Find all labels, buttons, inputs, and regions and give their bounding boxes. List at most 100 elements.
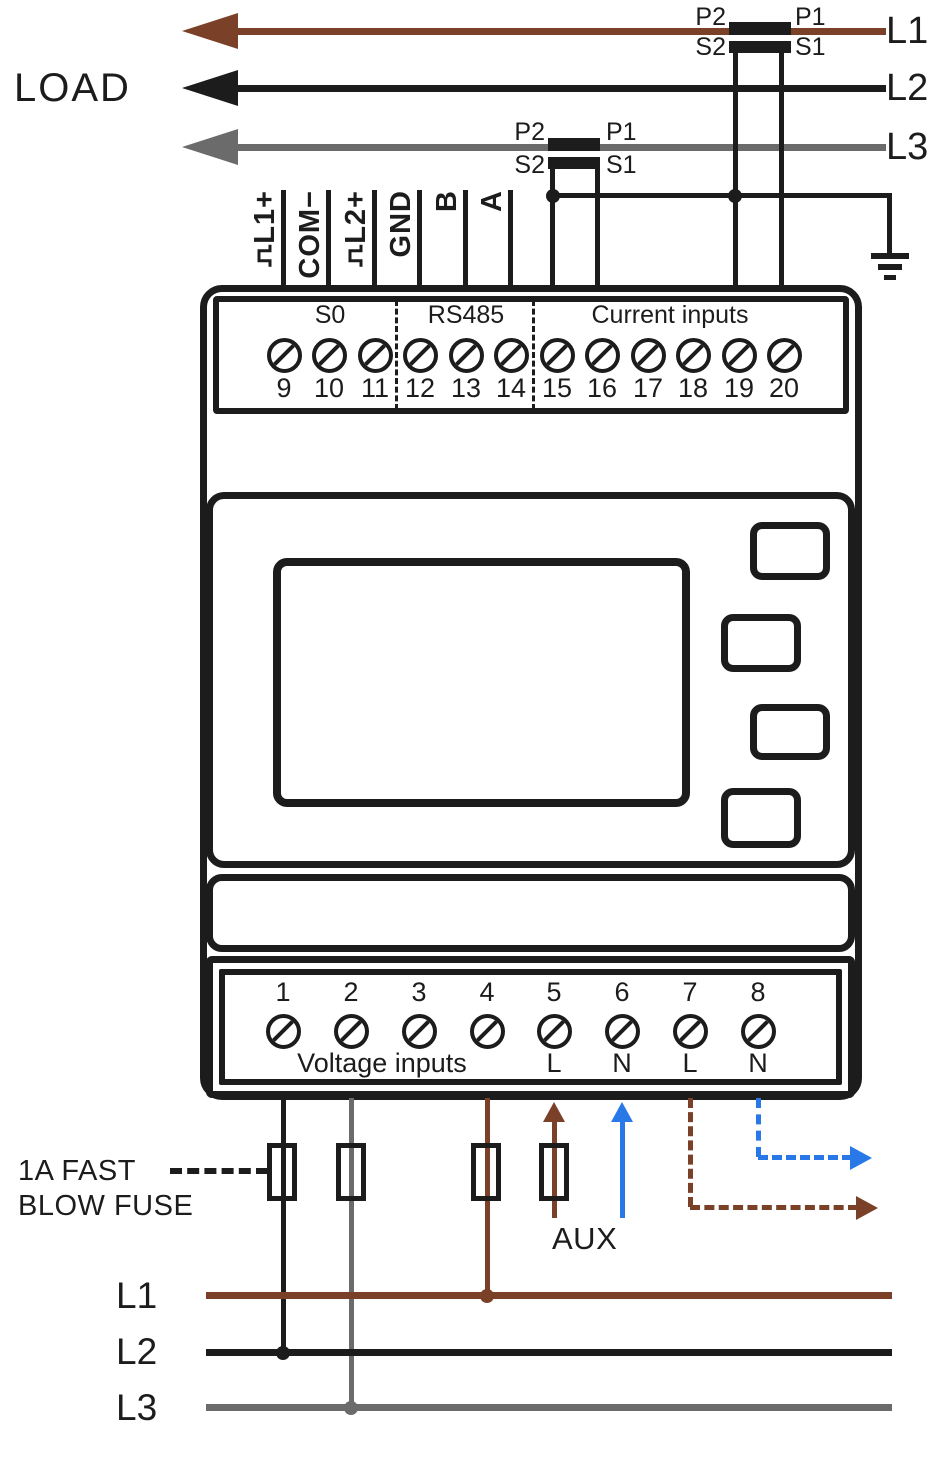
junction-dot-l2 (276, 1346, 290, 1360)
screw-terminal-7-icon (673, 1014, 708, 1049)
voltage-inputs-label: Voltage inputs (297, 1048, 467, 1078)
meter-button-3[interactable] (750, 704, 830, 760)
terminal-number: 15 (541, 373, 573, 403)
fuse-note-line2: BLOW FUSE (18, 1190, 194, 1222)
ct-l1-s1-wire (779, 47, 784, 290)
terminal-number: 6 (614, 977, 630, 1007)
terminal-number: 10 (313, 373, 345, 403)
bus-l2 (206, 1349, 892, 1356)
ct-l3-primary-bar (548, 138, 600, 151)
screw-terminal-4-icon (470, 1014, 505, 1049)
stub-wire-13 (463, 190, 468, 290)
group-label-rs485: RS485 (427, 301, 505, 329)
screw-terminal-9-icon (267, 338, 302, 373)
ct-l3-secondary-bar (548, 157, 600, 169)
ct-l3-s1-label: S1 (606, 151, 637, 179)
wire-t8-dashed (756, 1098, 761, 1157)
stub-wire-9 (281, 190, 286, 290)
ct-l3-s2-label: S2 (514, 151, 545, 179)
terminal-number: 11 (360, 373, 390, 403)
wire-t7-dashed (688, 1098, 693, 1207)
terminal-number: 7 (682, 977, 698, 1007)
terminal-number: 8 (750, 977, 766, 1007)
ct-l1-primary-bar (729, 22, 791, 35)
terminal-number: 17 (632, 373, 664, 403)
terminal-number: 19 (723, 373, 755, 403)
stub-wire-14 (508, 190, 513, 290)
line-l2-top (236, 85, 886, 92)
wire-aux-n (620, 1118, 625, 1218)
screw-terminal-12-icon (403, 338, 438, 373)
aux-label: AUX (552, 1221, 618, 1256)
strip-separator (395, 300, 398, 410)
ct-l1-secondary-bar (729, 41, 791, 53)
ct-l3-p2-label: P2 (514, 118, 545, 146)
arrow-left-l1-icon (182, 13, 238, 49)
terminal-number: 9 (276, 373, 292, 403)
ground-vwire (887, 193, 892, 255)
group-label-current-inputs: Current inputs (591, 301, 749, 329)
screw-terminal-20-icon (767, 338, 802, 373)
screw-terminal-17-icon (631, 338, 666, 373)
aux-l-arrow-icon (543, 1102, 565, 1122)
terminal-number: 16 (586, 373, 618, 403)
terminal-number: 1 (275, 977, 291, 1007)
meter-display (273, 558, 690, 807)
pulse-icon (257, 244, 272, 267)
wire-t1-black (281, 1098, 286, 1356)
terminal-number: 14 (495, 373, 527, 403)
line-l1-top (236, 28, 886, 35)
screw-terminal-16-icon (585, 338, 620, 373)
stub-wire-11 (372, 190, 377, 290)
meter-button-4[interactable] (721, 788, 801, 848)
fuse-note-line1: 1A FAST (18, 1155, 136, 1187)
meter-button-1[interactable] (750, 522, 830, 580)
screw-terminal-10-icon (312, 338, 347, 373)
screw-terminal-5-icon (537, 1014, 572, 1049)
junction-dot-l3 (344, 1401, 358, 1415)
screw-terminal-14-icon (494, 338, 529, 373)
stub-label-pulse-l1: L1+ (248, 190, 282, 268)
junction-dot-l1 (480, 1289, 494, 1303)
ground-hwire (552, 193, 892, 198)
wire-t2-gray (349, 1098, 354, 1411)
screw-terminal-8-icon (741, 1014, 776, 1049)
wire-aux-l (552, 1118, 557, 1218)
phase-label-l1-bottom: L1 (116, 1275, 158, 1316)
bus-l1 (206, 1292, 892, 1299)
terminal-8-n-label: N (748, 1048, 768, 1078)
stub-label-pulse-l2: L2+ (339, 190, 373, 268)
ct-l1-s1-label: S1 (795, 33, 826, 61)
fuse-t4 (471, 1143, 501, 1201)
stub-wire-10 (326, 190, 331, 290)
meter-lower-band (206, 874, 855, 952)
screw-terminal-15-icon (540, 338, 575, 373)
stub-label-a: A (476, 190, 508, 212)
bus-l3 (206, 1404, 892, 1411)
screw-terminal-6-icon (605, 1014, 640, 1049)
screw-terminal-18-icon (676, 338, 711, 373)
wire-t7-dashed-h (690, 1205, 858, 1210)
terminal-number: 18 (677, 373, 709, 403)
ground-icon (878, 264, 902, 270)
stub-wire-12 (417, 190, 422, 290)
ground-icon (884, 275, 896, 280)
t7-arrow-icon (856, 1196, 878, 1220)
stub-label-gnd: GND (385, 190, 417, 258)
bottom-terminal-strip-inner (219, 969, 842, 1085)
screw-terminal-11-icon (358, 338, 393, 373)
phase-label-l1-top: L1 (886, 10, 929, 52)
ground-icon (871, 253, 909, 259)
phase-label-l3-top: L3 (886, 126, 929, 168)
t8-arrow-icon (850, 1146, 872, 1170)
meter-button-2[interactable] (721, 614, 801, 672)
terminal-number: 20 (768, 373, 800, 403)
ct-l1-p1-label: P1 (795, 3, 826, 31)
terminal-number: 5 (546, 977, 562, 1007)
aux-n-arrow-icon (611, 1102, 633, 1122)
screw-terminal-19-icon (722, 338, 757, 373)
arrow-left-l3-icon (182, 129, 238, 165)
ct-l3-s2-wire (550, 163, 555, 290)
terminal-number: 13 (450, 373, 482, 403)
